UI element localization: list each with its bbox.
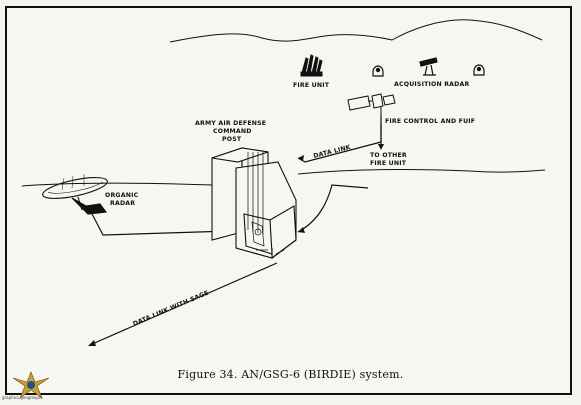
arrow-head [298, 227, 305, 233]
figure-caption: Figure 34. AN/GSG-6 (BIRDIE) system. [177, 368, 404, 381]
data-link-line-right [297, 184, 369, 233]
data-link-line-sage [89, 262, 278, 346]
command-post-building [211, 147, 297, 259]
to-other-label-line1: TO OTHER [370, 152, 407, 159]
command-post-detail [247, 152, 285, 255]
organic-radar-icon [42, 174, 108, 215]
fire-control-label: FIRE CONTROL AND FUIF [385, 118, 475, 125]
to-other-label-line2: FIRE UNIT [370, 160, 407, 167]
radar-dome-icon [473, 64, 485, 76]
ground-line-right [297, 169, 546, 175]
arrow-head [298, 155, 304, 161]
arrow-head [88, 340, 96, 346]
command-post-label-line2: COMMAND [213, 128, 252, 135]
command-post-label-line3: POST [222, 136, 242, 143]
horizon-hills [169, 19, 543, 43]
data-link-line-organic [89, 209, 231, 236]
organic-radar-label-line2: RADAR [110, 200, 135, 207]
acquisition-radar-antenna-icon [419, 57, 438, 76]
command-post-label-line1: ARMY AIR DEFENSE [195, 120, 266, 127]
fire-control-radar-icon [347, 93, 396, 115]
watermark-logo [12, 371, 50, 399]
arrow-head [378, 144, 384, 150]
watermark-text: graphics.googleapis [2, 395, 43, 400]
radar-dome-icon [372, 65, 384, 77]
organic-radar-label-line1: ORGANIC [105, 192, 139, 199]
data-link-label: DATA LINK [313, 144, 352, 160]
fire-unit-label: FIRE UNIT [293, 82, 330, 89]
fire-unit-icon [300, 54, 323, 77]
acquisition-radar-label: ACQUISITION RADAR [394, 81, 469, 88]
sage-link-label: DATA LINK WITH SAGE [132, 290, 210, 328]
ground-line-left [21, 182, 213, 187]
